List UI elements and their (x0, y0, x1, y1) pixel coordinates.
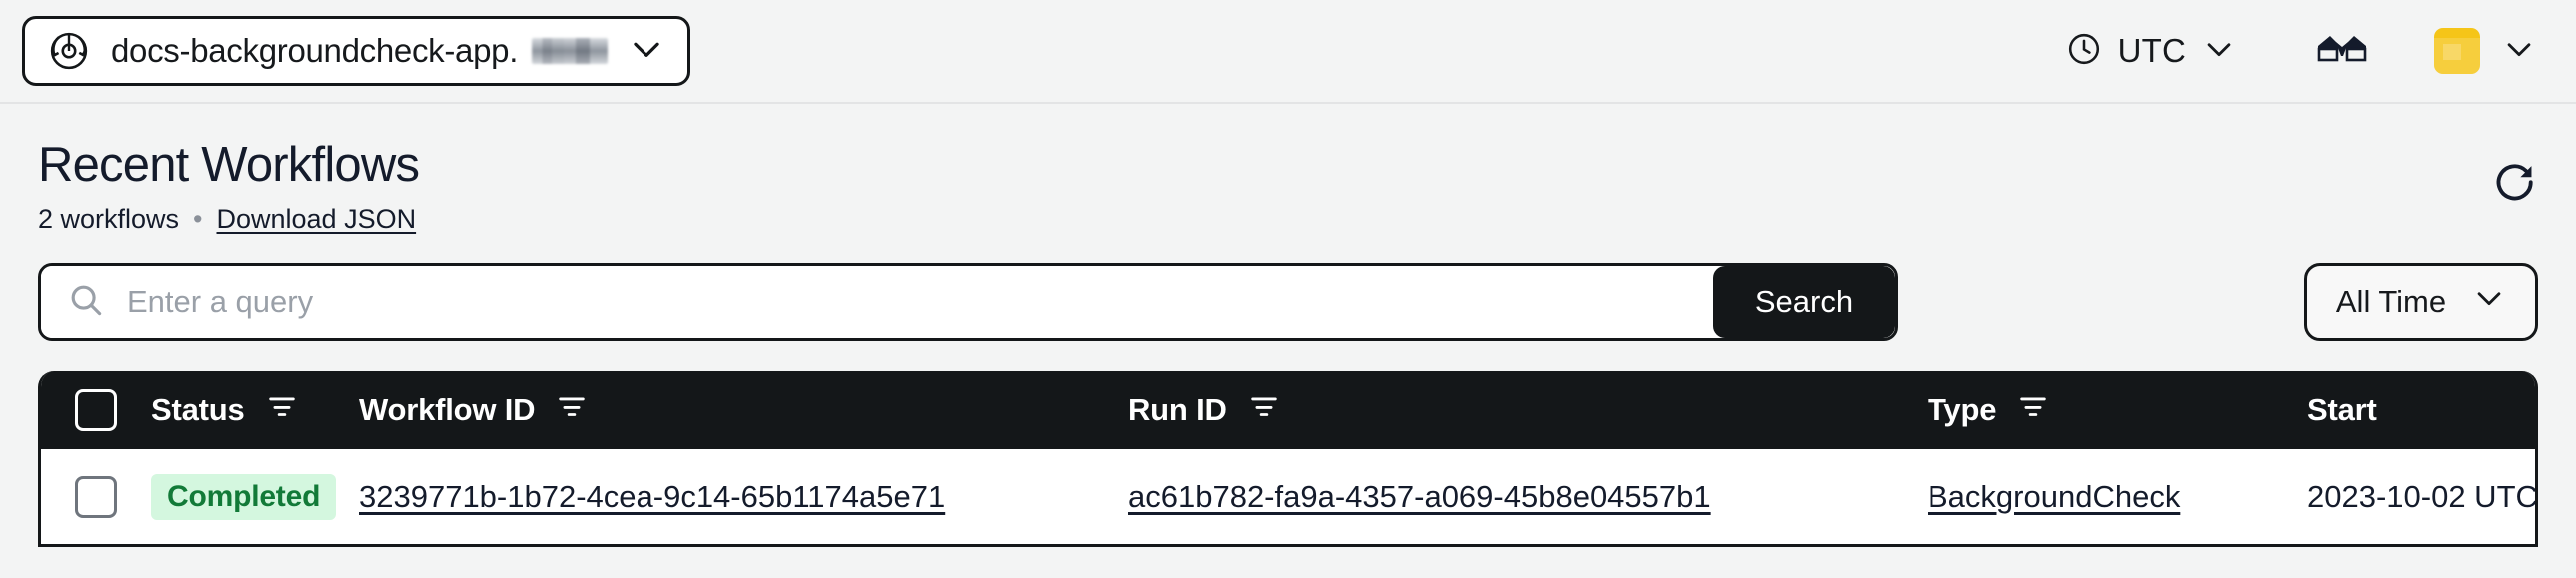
temporal-logo-icon (47, 29, 91, 73)
search-field[interactable] (41, 266, 1713, 339)
top-bar: docs-backgroundcheck-app. UTC (0, 0, 2576, 104)
select-all-checkbox[interactable] (75, 389, 117, 432)
run-id-link[interactable]: ac61b782-fa9a-4357-a069-45b8e04557b1 (1128, 478, 1711, 514)
topbar-actions: UTC (2052, 21, 2536, 82)
filter-icon[interactable] (1247, 389, 1281, 431)
status-badge: Completed (151, 473, 337, 520)
header-status: Status (151, 371, 359, 449)
header-workflow-id-label: Workflow ID (359, 392, 536, 428)
time-range-filter[interactable]: All Time (2304, 263, 2538, 342)
glasses-button[interactable] (2306, 21, 2378, 82)
table-row[interactable]: Completed 3239771b-1b72-4cea-9c14-65b117… (41, 449, 2538, 546)
search-button[interactable]: Search (1713, 266, 1895, 339)
header-workflow-id: Workflow ID (359, 371, 1128, 449)
page-content: Recent Workflows 2 workflows • Download … (0, 104, 2576, 547)
filter-icon[interactable] (2016, 389, 2050, 431)
namespace-redacted-block (532, 38, 609, 64)
chevron-down-icon (2502, 32, 2536, 71)
page-subtitle: 2 workflows • Download JSON (38, 204, 2538, 235)
run-id-cell: ac61b782-fa9a-4357-a069-45b8e04557b1 (1128, 449, 1928, 545)
search-icon (67, 281, 105, 324)
timezone-selector[interactable]: UTC (2052, 21, 2250, 82)
search-bar: Search (38, 263, 1898, 342)
page-title: Recent Workflows (38, 138, 420, 192)
workflow-count: 2 workflows (38, 204, 180, 235)
avatar (2434, 28, 2480, 74)
workflows-table: Status Workflow ID (38, 371, 2538, 547)
namespace-label: docs-backgroundcheck-app. (111, 32, 519, 69)
header-run-id: Run ID (1128, 371, 1928, 449)
header-start: Start (2307, 371, 2535, 449)
start-time-cell: 2023-10-02 UTC (2307, 478, 2538, 514)
header-select-all (41, 371, 151, 449)
workflow-id-link[interactable]: 3239771b-1b72-4cea-9c14-65b1174a5e71 (359, 478, 946, 514)
header-status-label: Status (151, 392, 245, 428)
user-menu[interactable] (2434, 28, 2536, 74)
table-header-row: Status Workflow ID (41, 371, 2535, 450)
header-run-id-label: Run ID (1128, 392, 1227, 428)
search-row: Search All Time (38, 263, 2538, 342)
refresh-icon[interactable] (2492, 160, 2538, 206)
namespace-selector[interactable]: docs-backgroundcheck-app. (22, 16, 691, 86)
filter-icon[interactable] (555, 389, 589, 431)
chevron-down-icon[interactable] (628, 30, 665, 73)
download-json-link[interactable]: Download JSON (216, 204, 417, 235)
glasses-icon (2316, 31, 2368, 72)
page-header: Recent Workflows 2 workflows • Download … (38, 104, 2538, 235)
chevron-down-icon (2202, 32, 2236, 71)
row-checkbox[interactable] (75, 475, 117, 518)
timezone-label: UTC (2117, 32, 2186, 69)
filter-icon[interactable] (265, 389, 299, 431)
header-type-label: Type (1928, 392, 1997, 428)
status-cell: Completed (151, 449, 359, 545)
search-input[interactable] (127, 266, 1713, 339)
chevron-down-icon (2472, 281, 2506, 323)
workflow-id-cell: 3239771b-1b72-4cea-9c14-65b1174a5e71 (359, 449, 1128, 545)
subtitle-separator: • (193, 204, 203, 235)
workflow-type-link[interactable]: BackgroundCheck (1928, 478, 2181, 514)
header-start-label: Start (2307, 392, 2377, 428)
time-range-label: All Time (2335, 284, 2447, 320)
header-type: Type (1928, 371, 2307, 449)
row-select-cell (41, 449, 151, 545)
type-cell: BackgroundCheck (1928, 449, 2307, 545)
clock-icon (2066, 31, 2102, 72)
